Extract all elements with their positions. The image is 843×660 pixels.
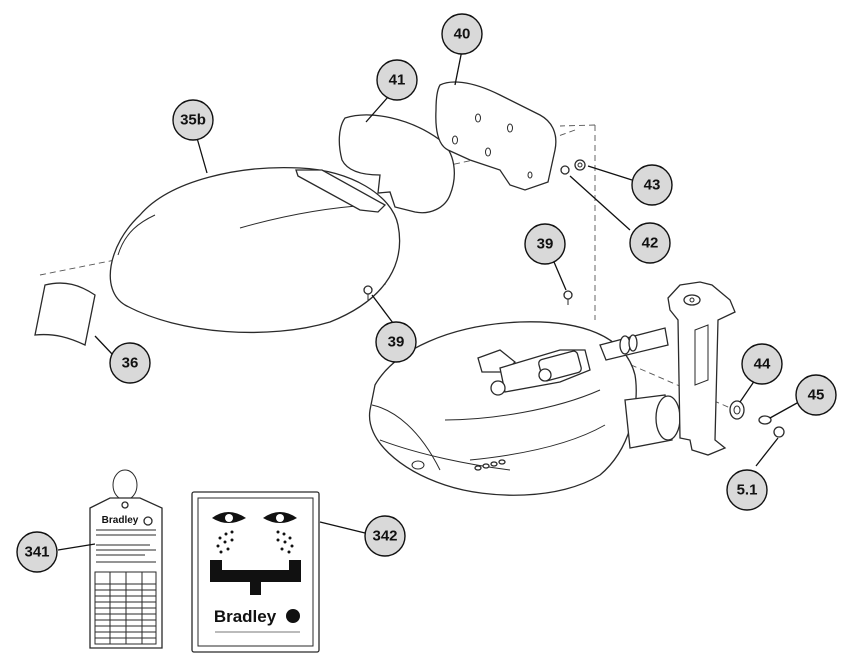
vent-slots xyxy=(474,459,506,471)
supply-pipes xyxy=(599,327,681,449)
callout-43: 43 xyxy=(631,164,673,206)
fittings-44-45-51 xyxy=(729,400,785,438)
screw-39-left xyxy=(363,285,373,300)
svg-text:43: 43 xyxy=(644,177,661,194)
spray-head xyxy=(477,349,591,396)
svg-text:342: 342 xyxy=(372,528,397,545)
svg-text:39: 39 xyxy=(537,236,554,253)
tag-brand: Bradley xyxy=(102,515,139,526)
callout-36: 36 xyxy=(109,342,151,384)
nut-washer-42-43 xyxy=(560,159,586,175)
callout-40: 40 xyxy=(441,13,483,55)
callout-5-1: 5.1 xyxy=(726,469,768,511)
mounting-bracket-40 xyxy=(435,81,557,191)
cover-35b xyxy=(109,166,401,334)
screw-39-right xyxy=(563,290,573,305)
callout-45: 45 xyxy=(795,374,837,416)
svg-text:42: 42 xyxy=(642,235,659,252)
svg-text:35b: 35b xyxy=(180,112,206,129)
wall-bracket xyxy=(667,281,736,456)
label-plate-36 xyxy=(34,282,96,346)
svg-text:36: 36 xyxy=(122,355,139,372)
callout-35b: 35b xyxy=(172,99,214,141)
svg-text:341: 341 xyxy=(24,544,49,561)
svg-text:39: 39 xyxy=(388,334,405,351)
svg-text:44: 44 xyxy=(754,356,771,373)
svg-text:5.1: 5.1 xyxy=(737,482,758,499)
svg-text:41: 41 xyxy=(389,72,406,89)
callout-41: 41 xyxy=(376,59,418,101)
svg-text:45: 45 xyxy=(808,387,825,404)
svg-text:40: 40 xyxy=(454,26,471,43)
callout-44: 44 xyxy=(741,343,783,385)
inspection-tag-341: Bradley xyxy=(89,469,163,649)
callout-39-left: 39 xyxy=(375,321,417,363)
callout-341: 341 xyxy=(16,531,58,573)
callout-42: 42 xyxy=(629,222,671,264)
tag-lines xyxy=(94,529,157,645)
gasket-41 xyxy=(338,114,455,214)
eyewash-sign-342: Bradley xyxy=(191,491,320,653)
leader-lines xyxy=(57,49,798,551)
sign-brand: Bradley xyxy=(214,607,277,626)
callout-39-right: 39 xyxy=(524,223,566,265)
callout-342: 342 xyxy=(364,515,406,557)
spray-dots xyxy=(216,530,294,554)
